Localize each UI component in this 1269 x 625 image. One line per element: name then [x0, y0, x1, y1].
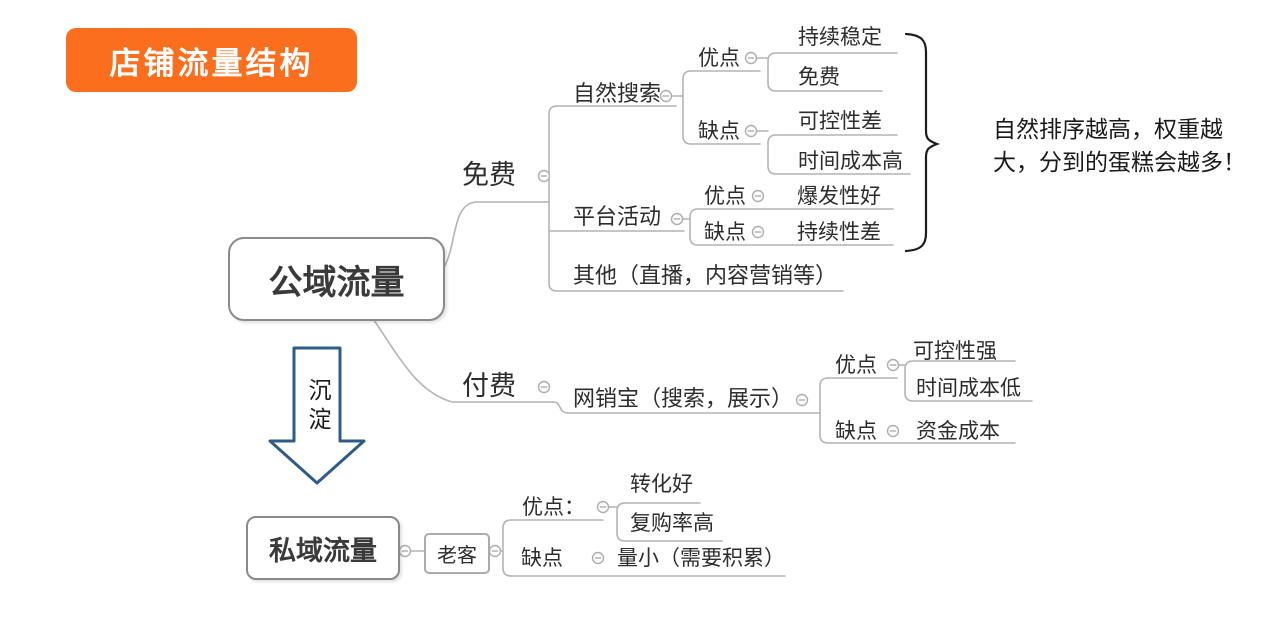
- collapse-icon[interactable]: [537, 380, 551, 394]
- collapse-icon[interactable]: [596, 500, 610, 514]
- label-cons-natural[interactable]: 缺点: [698, 119, 740, 143]
- collapse-icon[interactable]: [751, 225, 765, 239]
- leaf-low-time-cost[interactable]: 时间成本低: [916, 376, 1021, 400]
- collapse-icon[interactable]: [398, 544, 412, 558]
- down-arrow-shape[interactable]: [268, 346, 366, 485]
- collapse-icon[interactable]: [886, 358, 900, 372]
- leaf-poor-control[interactable]: 可控性差: [798, 109, 882, 133]
- node-natural-search[interactable]: 自然搜索: [573, 82, 662, 107]
- title-badge[interactable]: 店铺流量结构: [66, 28, 357, 92]
- label-pros-natural[interactable]: 优点: [698, 46, 740, 70]
- root-public-traffic[interactable]: 公域流量: [228, 237, 445, 321]
- collapse-icon[interactable]: [659, 89, 673, 103]
- collapse-icon[interactable]: [670, 212, 684, 226]
- summary-brace-icon[interactable]: [904, 32, 941, 253]
- leaf-good-conversion[interactable]: 转化好: [630, 472, 693, 496]
- label-cons-platform[interactable]: 缺点: [704, 220, 746, 244]
- annotation-line1: 自然排序越高，权重越: [993, 117, 1223, 143]
- collapse-icon[interactable]: [795, 393, 809, 407]
- connector-lines: [371, 52, 1033, 577]
- node-others[interactable]: 其他（直播，内容营销等）: [573, 264, 838, 289]
- annotation-text[interactable]: 自然排序越高，权重越 大，分到的蛋糕会越多！: [993, 114, 1246, 180]
- leaf-free[interactable]: 免费: [798, 65, 840, 89]
- leaf-strong-control[interactable]: 可控性强: [913, 339, 997, 363]
- label-pros-private[interactable]: 优点：: [522, 495, 585, 519]
- branch-free[interactable]: 免费: [462, 160, 516, 191]
- label-cons-paid[interactable]: 缺点: [835, 419, 877, 443]
- down-arrow-label[interactable]: 沉淀: [304, 378, 330, 436]
- collapse-icon[interactable]: [591, 551, 605, 565]
- leaf-poor-sustain[interactable]: 持续性差: [797, 220, 881, 244]
- annotation-line2: 大，分到的蛋糕会越多！: [993, 150, 1246, 176]
- node-wangxiaobao[interactable]: 网销宝（搜索，展示）: [573, 387, 794, 412]
- collapse-icon[interactable]: [537, 169, 551, 183]
- collapse-icon[interactable]: [488, 544, 502, 558]
- leaf-small-volume[interactable]: 量小（需要积累）: [617, 546, 785, 570]
- label-pros-paid[interactable]: 优点: [835, 353, 877, 377]
- label-cons-private[interactable]: 缺点: [521, 546, 563, 570]
- node-old-customers[interactable]: 老客: [424, 533, 490, 574]
- collapse-icon[interactable]: [886, 424, 900, 438]
- branch-paid[interactable]: 付费: [462, 371, 516, 402]
- root-private-traffic[interactable]: 私域流量: [246, 516, 400, 580]
- leaf-explosive[interactable]: 爆发性好: [797, 184, 881, 208]
- node-platform-activity[interactable]: 平台活动: [573, 205, 662, 230]
- collapse-icon[interactable]: [744, 124, 758, 138]
- collapse-icons: [398, 51, 900, 565]
- label-pros-platform[interactable]: 优点: [704, 184, 746, 208]
- collapse-icon[interactable]: [751, 189, 765, 203]
- leaf-high-time-cost[interactable]: 时间成本高: [798, 149, 903, 173]
- leaf-stable[interactable]: 持续稳定: [798, 25, 882, 49]
- leaf-high-repurchase[interactable]: 复购率高: [630, 511, 714, 535]
- collapse-icon[interactable]: [744, 51, 758, 65]
- leaf-capital-cost[interactable]: 资金成本: [916, 419, 1000, 443]
